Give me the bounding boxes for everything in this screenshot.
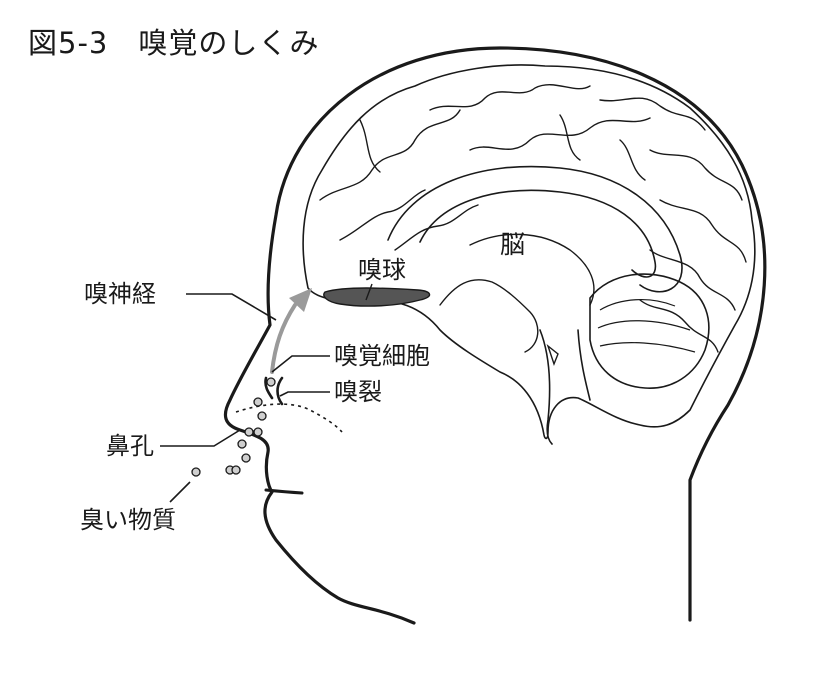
brain-stem <box>539 329 591 445</box>
label-olfactory-cleft: 嗅裂 <box>334 378 382 406</box>
brain-folds <box>319 84 747 353</box>
nasal-cavity-dotted <box>235 403 343 433</box>
figure-title: 図5-3 嗅覚のしくみ <box>28 26 320 60</box>
head-outline <box>223 46 767 625</box>
leader-odor-substance <box>169 481 191 503</box>
olfactory-bulb-leader <box>365 283 373 301</box>
cerebellum-folia <box>597 299 696 353</box>
diencephalon <box>469 233 595 306</box>
label-olfactory-nerve: 嗅神経 <box>84 280 156 308</box>
label-olfactory-bulb: 嗅球 <box>358 256 406 284</box>
olfactory-nerve-arrow <box>270 303 297 374</box>
cerebellum <box>589 273 710 389</box>
label-olfactory-cells: 嗅覚細胞 <box>334 342 430 370</box>
odor-particle <box>253 427 263 437</box>
odor-particle <box>191 467 201 477</box>
pituitary <box>546 343 559 367</box>
mouth-line <box>264 488 304 495</box>
brain-outline <box>302 64 756 440</box>
odor-particle <box>266 377 276 387</box>
olfactory-cleft <box>264 376 284 406</box>
leader-nostril <box>160 429 241 447</box>
label-nostril: 鼻孔 <box>106 432 154 460</box>
odor-particle <box>237 439 247 449</box>
odor-particle <box>253 397 263 407</box>
odor-particle <box>257 411 267 421</box>
olfactory-bulb <box>323 287 431 307</box>
olfactory-nerve-arrowhead <box>289 288 312 312</box>
odor-particles <box>191 377 276 477</box>
odor-particle <box>231 465 241 475</box>
leader-olfactory-nerve <box>186 293 277 321</box>
corpus-callosum <box>387 165 683 293</box>
leader-olfactory-cells <box>271 355 330 373</box>
leader-lines <box>160 293 330 503</box>
label-brain: 脳 <box>500 230 526 259</box>
label-odor-substance: 臭い物質 <box>80 506 176 534</box>
odor-particle <box>241 453 251 463</box>
odor-particle <box>244 427 254 437</box>
leader-olfactory-cleft <box>279 391 330 397</box>
temporal-lobe <box>439 279 539 353</box>
